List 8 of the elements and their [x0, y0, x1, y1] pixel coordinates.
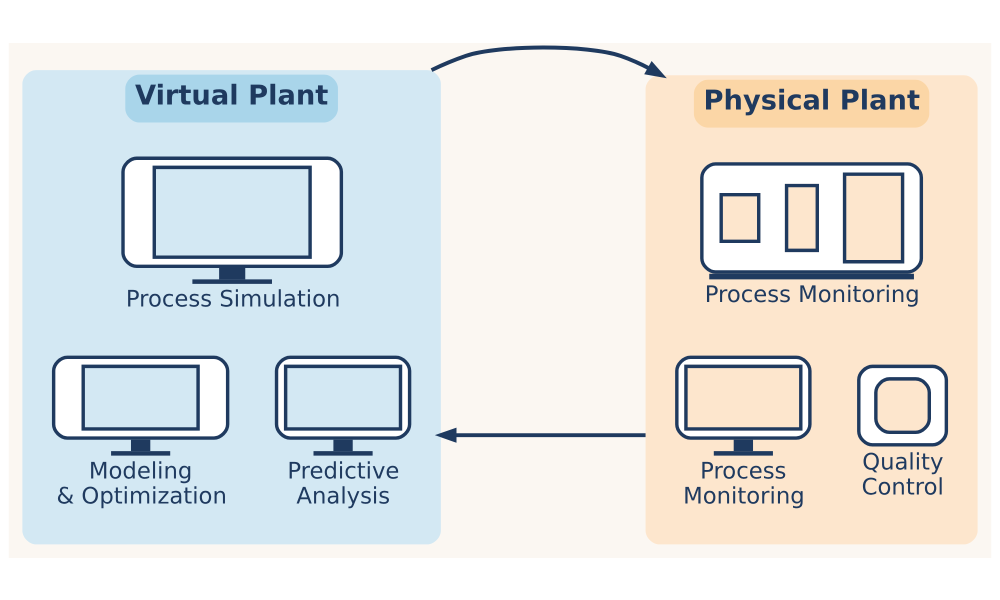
- node-label: Modeling & Optimization: [56, 458, 227, 509]
- node-label: Process Monitoring: [704, 282, 920, 308]
- node-label: Process Monitoring: [683, 458, 805, 509]
- node-label: Predictive Analysis: [287, 458, 400, 509]
- arrow: [430, 45, 667, 78]
- node-label: Quality Control: [862, 448, 944, 500]
- node-label: Process Simulation: [126, 286, 340, 312]
- arrow: [434, 427, 646, 442]
